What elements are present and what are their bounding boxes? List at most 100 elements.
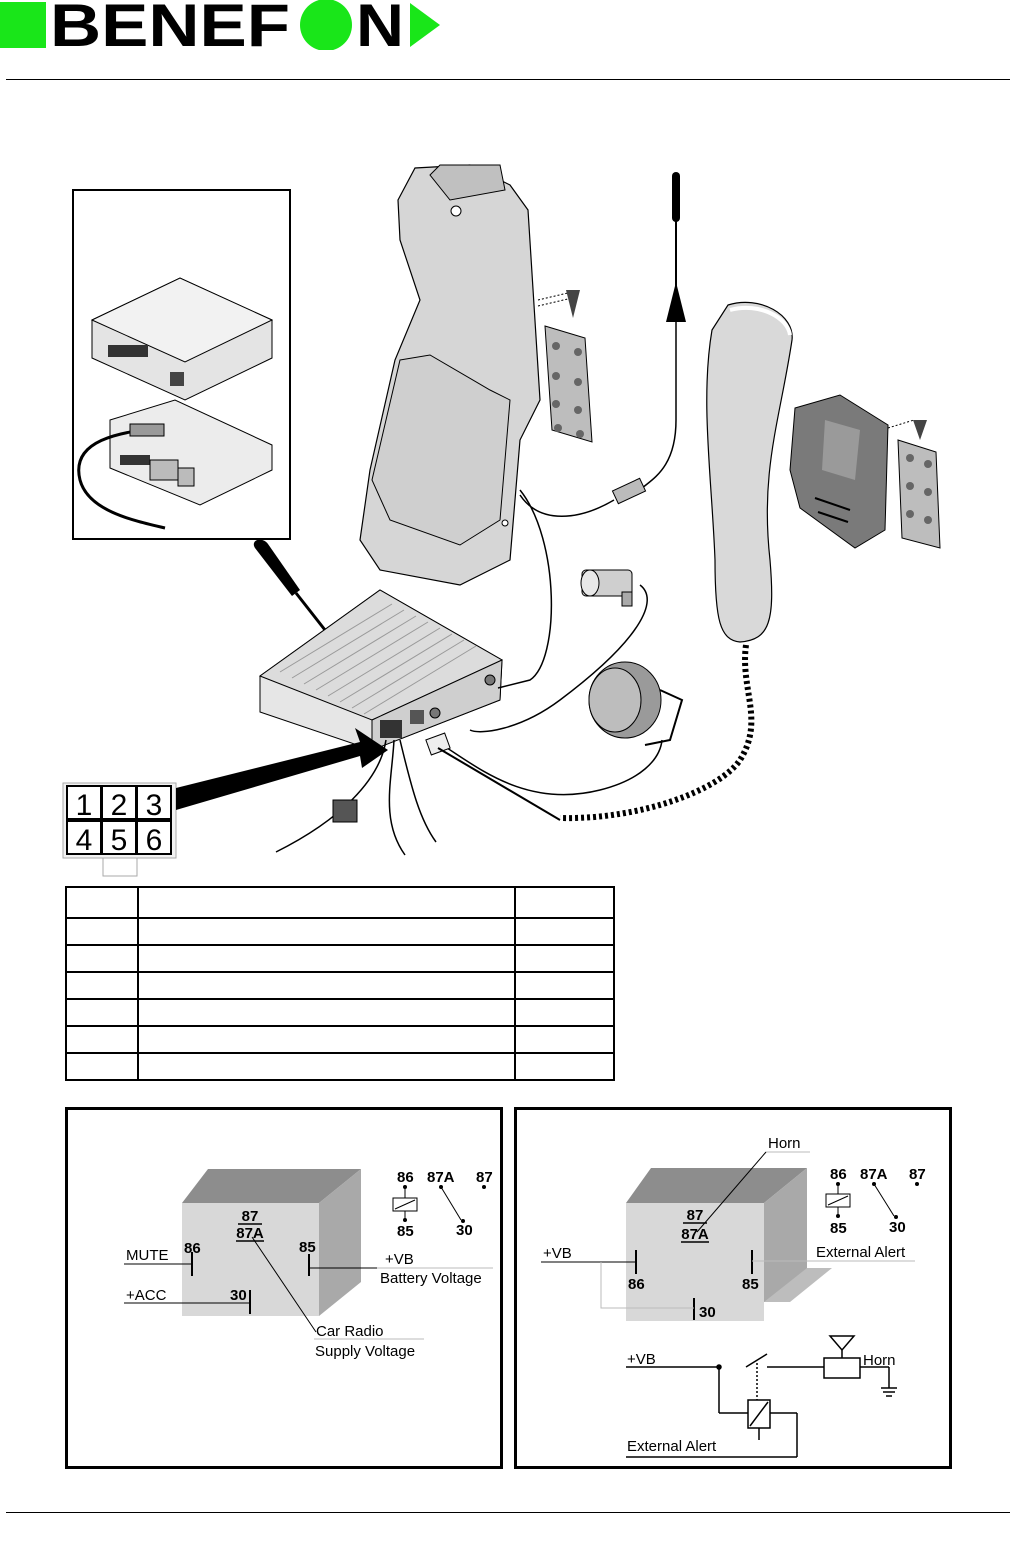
relay-pin-30: 30 <box>699 1304 716 1321</box>
table-cell <box>137 1052 516 1081</box>
table-cell <box>137 917 516 946</box>
relay-pin-87: 87 <box>242 1208 259 1225</box>
connector-arrow <box>176 728 388 810</box>
table-cell <box>137 886 516 919</box>
car-radio-label: Car Radio <box>316 1323 384 1340</box>
table-row <box>65 971 615 1000</box>
phone-cradle <box>359 164 541 586</box>
table-cell <box>65 998 139 1027</box>
horn-top-label: Horn <box>768 1135 801 1152</box>
pin-3: 3 <box>146 789 163 822</box>
connector-pinout: 1 2 3 4 5 6 <box>62 782 177 877</box>
pin-5: 5 <box>111 824 128 857</box>
logo-green-o <box>300 0 352 51</box>
relay-pin-87a: 87A <box>681 1226 709 1243</box>
external-alert-label: External Alert <box>816 1244 906 1261</box>
coiled-cord <box>559 644 755 822</box>
pin-1: 1 <box>76 789 93 822</box>
relay-symbol: 86 87A 87 85 30 <box>825 1166 926 1237</box>
handset-plug-cable <box>437 747 561 821</box>
external-alert2-label: External Alert <box>627 1438 717 1455</box>
table-cell <box>514 971 615 1000</box>
relay-pin-87: 87 <box>687 1207 704 1224</box>
vb2-label: +VB <box>627 1351 656 1368</box>
inset-module-box <box>72 189 291 540</box>
table-cell <box>514 886 615 919</box>
vb-label: +VB <box>385 1251 414 1268</box>
handset <box>706 301 793 643</box>
table-cell <box>514 998 615 1027</box>
horn-circuit: +VB Horn External Alert <box>626 1335 897 1458</box>
relay-top <box>626 1168 807 1203</box>
table-cell <box>65 944 139 973</box>
mute-relay-panel: 87 87A 86 85 30 MUTE +ACC +VB Battery Vo… <box>65 1107 503 1469</box>
logo-text-right: N <box>356 0 404 50</box>
battery-voltage-label: Battery Voltage <box>380 1270 482 1287</box>
table-cell <box>65 886 139 919</box>
table-row <box>65 1025 615 1054</box>
external-alert-relay-panel: 87 87A 86 85 30 Horn +VB External Alert … <box>514 1107 952 1469</box>
relay-symbol: 86 87A 87 85 30 <box>392 1169 493 1240</box>
main-transceiver-unit <box>258 589 504 751</box>
table-cell <box>65 1025 139 1054</box>
vb-label: +VB <box>543 1245 572 1262</box>
table-header-row <box>65 886 615 919</box>
pin-4: 4 <box>76 824 93 857</box>
relay-pin-87a: 87A <box>236 1225 264 1242</box>
table-row <box>65 998 615 1027</box>
sym-87: 87 <box>476 1169 493 1186</box>
relay-top <box>182 1169 361 1203</box>
screwdriver <box>253 539 327 631</box>
table-cell <box>137 1025 516 1054</box>
logo-green-arrow <box>410 3 440 47</box>
speaker <box>588 661 684 746</box>
fuse-holder <box>332 799 358 823</box>
sym-86: 86 <box>397 1169 414 1186</box>
microphone <box>469 569 648 733</box>
sym-87: 87 <box>909 1166 926 1183</box>
handset-holder <box>789 394 889 549</box>
horn2-label: Horn <box>863 1352 896 1369</box>
pin-6: 6 <box>146 824 163 857</box>
mounting-plate-2 <box>887 419 941 549</box>
relay-side <box>764 1168 807 1302</box>
relay-pin-30: 30 <box>230 1287 247 1304</box>
table-cell <box>514 1052 615 1081</box>
sym-85: 85 <box>830 1220 847 1237</box>
relay-pin-86: 86 <box>628 1276 645 1293</box>
table-cell <box>514 917 615 946</box>
sym-87a: 87A <box>860 1166 888 1183</box>
table-cell <box>137 998 516 1027</box>
benefon-logo: BENEF N <box>0 0 440 59</box>
logo-green-square <box>0 2 46 48</box>
header-rule <box>6 79 1010 80</box>
sym-30: 30 <box>456 1222 473 1239</box>
sym-30: 30 <box>889 1219 906 1236</box>
footer-rule <box>6 1512 1010 1513</box>
sym-87a: 87A <box>427 1169 455 1186</box>
table-row <box>65 917 615 946</box>
sym-86: 86 <box>830 1166 847 1183</box>
table-cell <box>137 971 516 1000</box>
pin-2: 2 <box>111 789 128 822</box>
acc-label: +ACC <box>126 1287 167 1304</box>
wiring-table <box>65 886 615 1081</box>
logo-text-left: BENEF <box>50 0 290 50</box>
table-cell <box>514 944 615 973</box>
mounting-plate-1 <box>537 290 593 443</box>
table-row <box>65 1052 615 1081</box>
mute-label: MUTE <box>126 1247 169 1264</box>
relay-pin-86: 86 <box>184 1240 201 1257</box>
table-cell <box>65 971 139 1000</box>
supply-voltage-label: Supply Voltage <box>315 1343 415 1360</box>
installation-illustration: 1 2 3 4 5 6 <box>62 164 941 877</box>
relay-pin-85: 85 <box>742 1276 759 1293</box>
handset-plug <box>425 732 451 756</box>
table-cell <box>137 944 516 973</box>
relay-side <box>319 1169 361 1316</box>
sym-85: 85 <box>397 1223 414 1240</box>
table-cell <box>514 1025 615 1054</box>
relay-pin-85: 85 <box>299 1239 316 1256</box>
table-cell <box>65 917 139 946</box>
table-cell <box>65 1052 139 1081</box>
